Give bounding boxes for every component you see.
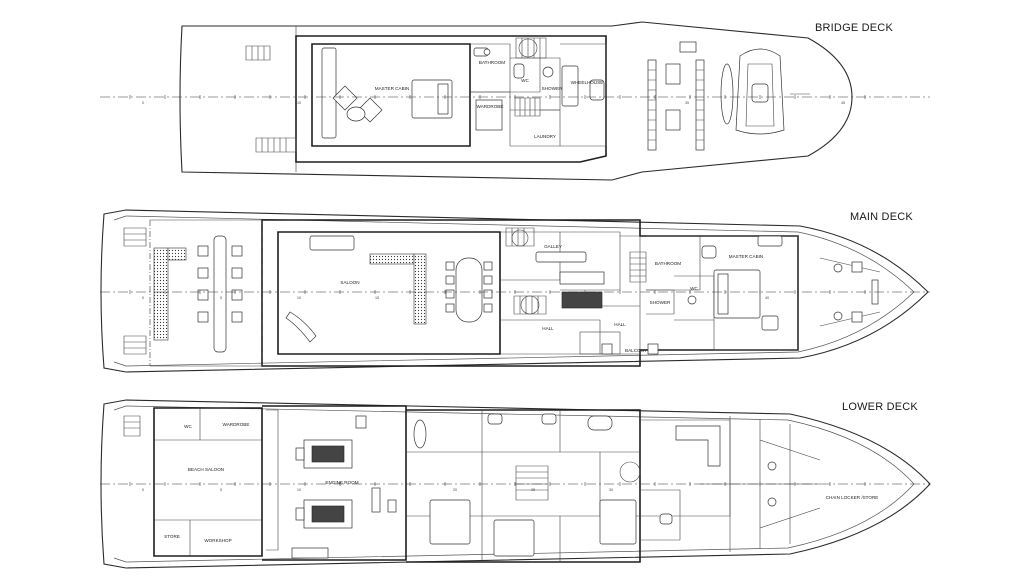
aft-deck-chairs [197, 245, 243, 323]
label-engine-room: ENGINE ROOM [325, 480, 358, 485]
main-tick-15: 15 [375, 296, 379, 300]
label-beach-saloon: BEACH SALOON [188, 467, 224, 472]
bridge-tick-10: 10 [297, 101, 301, 105]
beach-saloon-block [153, 407, 263, 557]
lower-deck-title: LOWER DECK [842, 401, 918, 413]
label-chain-locker: CHAIN LOCKER /STORE [826, 495, 879, 500]
engine-port [295, 439, 353, 469]
bridge-deck-sunbeds [647, 41, 734, 151]
lower-tick-25: 25 [531, 488, 535, 492]
main-tick-10: 10 [297, 296, 301, 300]
main-tick-40: 40 [765, 296, 769, 300]
label-shower-main: SHOWER [650, 300, 671, 305]
label-bathroom-bridge: BATHROOM [479, 60, 505, 65]
lower-tick-10: 10 [297, 488, 301, 492]
label-saloon: SALOON [340, 280, 359, 285]
bridge-tick-45: 45 [841, 101, 845, 105]
label-laundry-bridge: LAUNDRY [534, 134, 556, 139]
main-tick-5: 5 [220, 296, 222, 300]
bridge-deck-hull [179, 21, 853, 181]
label-master-cabin-bridge: MASTER CABIN [375, 86, 409, 91]
lower-tick-0: 0 [142, 488, 144, 492]
lower-tick-30: 30 [609, 488, 613, 492]
label-wardrobe-lower: WARDROBE [223, 422, 250, 427]
label-master-cabin-main: MASTER CABIN [729, 254, 763, 259]
label-hall-1: HALL [542, 326, 554, 331]
label-wheelhouse-bridge: WHEELHOUSE [571, 80, 604, 85]
label-bathroom-main: BATHROOM [655, 261, 681, 266]
main-tick-0: 0 [142, 296, 144, 300]
label-wc-bridge: WC [521, 78, 529, 83]
label-wardrobe-bridge: WARDROBE [477, 104, 504, 109]
label-balcony: BALCONY [625, 348, 647, 353]
main-deck-title: MAIN DECK [850, 211, 913, 223]
label-store: STORE [164, 534, 180, 539]
lower-deck: LOWER DECK [100, 399, 931, 569]
bridge-deck-title: BRIDGE DECK [815, 22, 893, 34]
engine-starboard [295, 499, 353, 529]
label-shower-bridge: SHOWER [542, 86, 563, 91]
label-hall-2: HALL [614, 322, 626, 327]
label-wc-main: WC [690, 286, 698, 291]
label-workshop: WORKSHOP [204, 538, 231, 543]
lower-tick-5: 5 [220, 488, 222, 492]
label-galley: GALLEY [544, 244, 562, 249]
label-wc-lower: WC [184, 424, 192, 429]
lower-tick-20: 20 [453, 488, 457, 492]
bridge-tick-0: 0 [142, 101, 144, 105]
bridge-tick-35: 35 [685, 101, 689, 105]
aft-deck-settee [153, 247, 169, 341]
bridge-deck: BRIDGE DECK [100, 21, 930, 181]
main-deck: MAIN DECK [100, 209, 930, 373]
